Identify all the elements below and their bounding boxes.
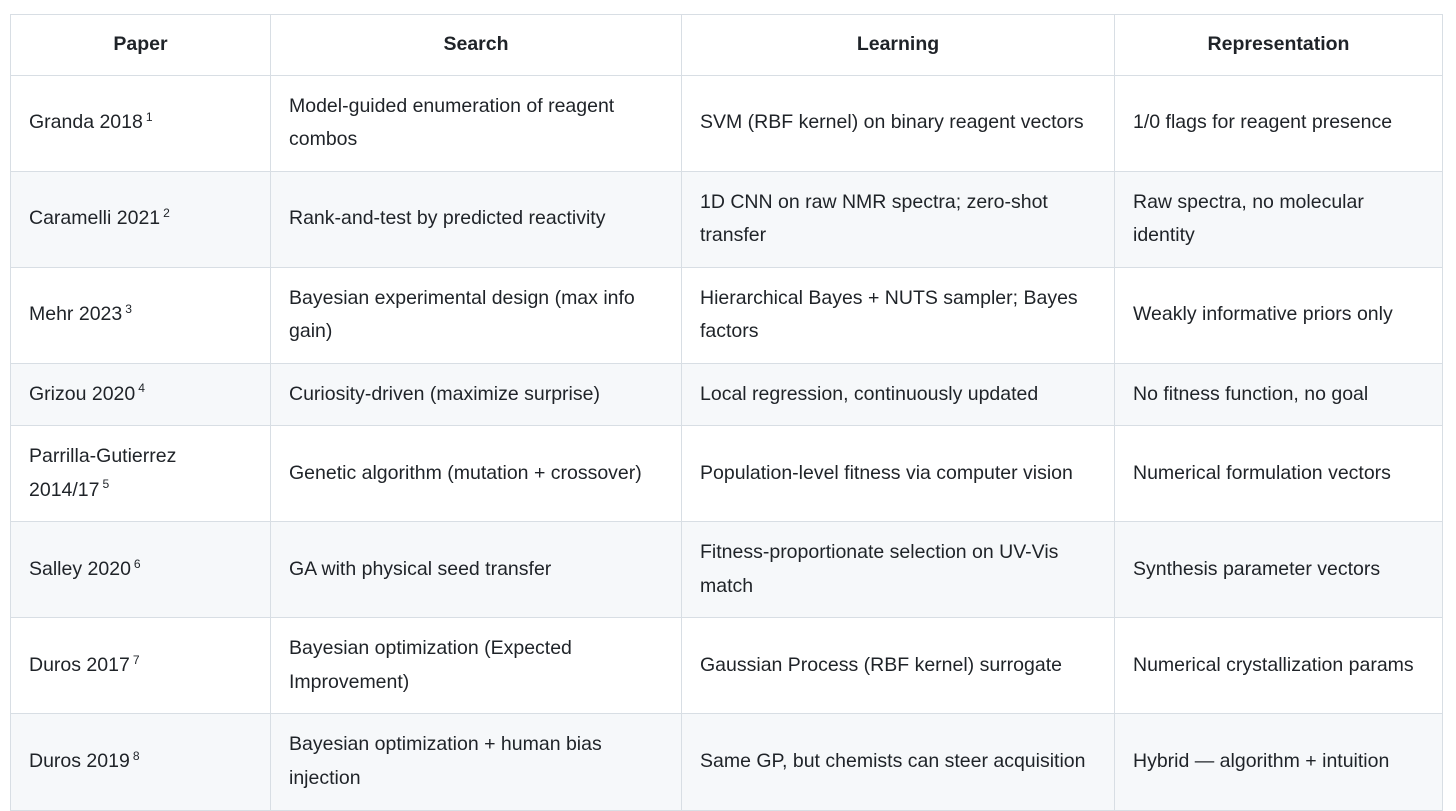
column-header-search: Search: [270, 14, 682, 76]
cell-search: Curiosity-driven (maximize surprise): [270, 362, 682, 427]
reference-marker: 4: [138, 381, 145, 396]
table-header-row: Paper Search Learning Representation: [10, 14, 1443, 76]
cell-search: Model-guided enumeration of reagent comb…: [270, 74, 682, 172]
cell-representation: Numerical crystallization params: [1114, 617, 1443, 715]
cell-search: Bayesian optimization + human bias injec…: [270, 713, 682, 811]
cell-learning: Same GP, but chemists can steer acquisit…: [681, 713, 1115, 811]
reference-marker: 2: [163, 205, 170, 220]
cell-representation: Weakly informative priors only: [1114, 266, 1443, 364]
cell-search: Bayesian experimental design (max info g…: [270, 266, 682, 364]
table-header: Paper Search Learning Representation: [10, 14, 1443, 76]
reference-marker: 5: [102, 477, 110, 492]
cell-learning: Local regression, continuously updated: [681, 362, 1115, 427]
cell-learning: Gaussian Process (RBF kernel) surrogate: [681, 617, 1115, 715]
paper-name: Parrilla-Gutierrez 2014/17: [29, 445, 177, 501]
paper-name: Duros 2017: [29, 654, 130, 677]
paper-name: Duros 2019: [29, 750, 130, 773]
paper-name: Granda 2018: [29, 111, 143, 134]
cell-representation: Raw spectra, no molecular identity: [1114, 170, 1443, 268]
column-header-representation: Representation: [1114, 14, 1443, 76]
cell-search: Genetic algorithm (mutation + crossover): [270, 425, 682, 523]
cell-representation: Numerical formulation vectors: [1114, 425, 1443, 523]
paper-name: Grizou 2020: [29, 382, 136, 405]
cell-representation: 1/0 flags for reagent presence: [1114, 74, 1443, 172]
cell-search: Bayesian optimization (Expected Improvem…: [270, 617, 682, 715]
comparison-table: Paper Search Learning Representation Gra…: [10, 14, 1443, 811]
reference-marker: 7: [132, 652, 140, 667]
cell-search: Rank-and-test by predicted reactivity: [270, 170, 682, 268]
cell-search: GA with physical seed transfer: [270, 521, 682, 619]
cell-learning: Hierarchical Bayes + NUTS sampler; Bayes…: [681, 266, 1115, 364]
reference-marker: 1: [145, 109, 153, 124]
paper-name: Caramelli 2021: [29, 207, 161, 230]
cell-representation: No fitness function, no goal: [1114, 362, 1443, 427]
cell-representation: Hybrid — algorithm + intuition: [1114, 713, 1443, 811]
column-header-learning: Learning: [681, 14, 1115, 76]
reference-marker: 8: [132, 748, 140, 763]
comparison-table-container: Paper Search Learning Representation Gra…: [10, 14, 1443, 811]
cell-learning: Population-level fitness via computer vi…: [681, 425, 1115, 523]
cell-representation: Synthesis parameter vectors: [1114, 521, 1443, 619]
cell-learning: Fitness-proportionate selection on UV-Vi…: [681, 521, 1115, 619]
paper-name: Salley 2020: [29, 558, 131, 581]
reference-marker: 3: [125, 301, 132, 316]
column-header-paper: Paper: [10, 14, 271, 76]
cell-learning: SVM (RBF kernel) on binary reagent vecto…: [681, 74, 1115, 172]
cell-learning: 1D CNN on raw NMR spectra; zero-shot tra…: [681, 170, 1115, 268]
reference-marker: 6: [133, 556, 141, 571]
paper-name: Mehr 2023: [29, 303, 123, 326]
